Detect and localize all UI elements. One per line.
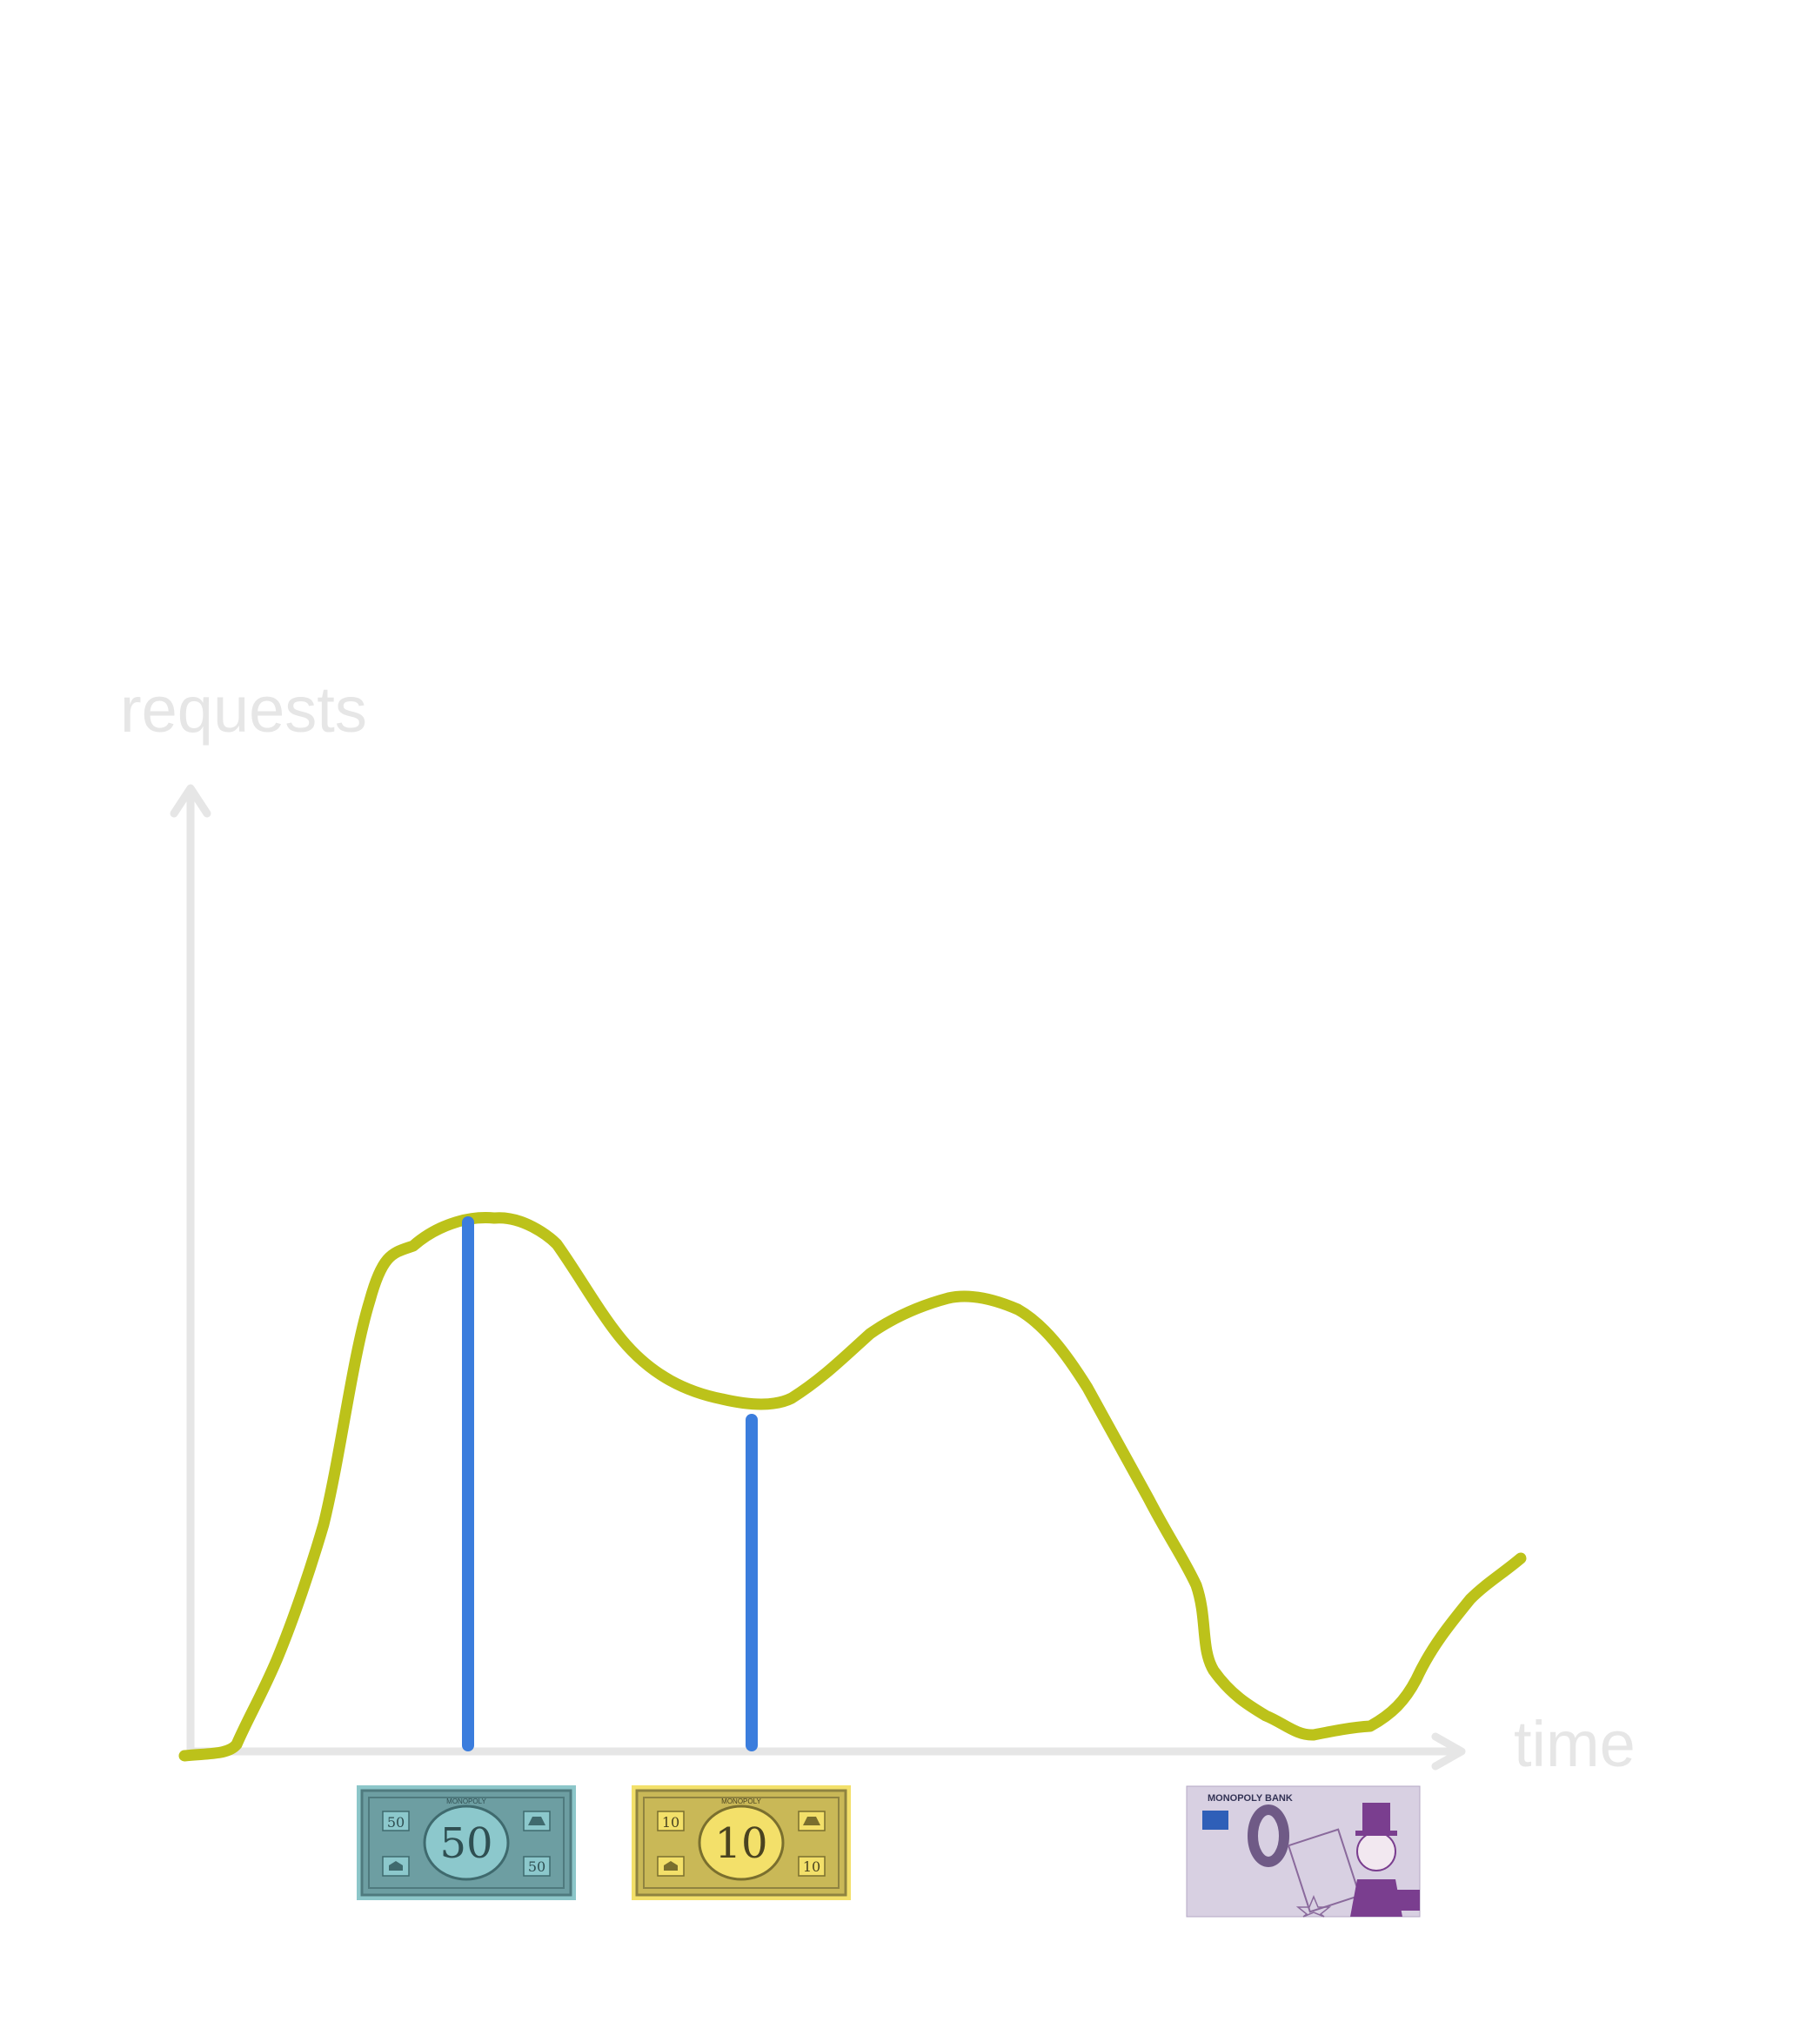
y-axis-arrowhead (170, 784, 211, 818)
bill-10-denomination: 10 (714, 1819, 767, 1868)
monopoly-50-bill: 50 50 50 MONOPOLY (357, 1785, 576, 1900)
bill-10-brand: MONOPOLY (721, 1798, 761, 1805)
zero-numeral-icon (1248, 1804, 1289, 1867)
bill-10-corner-top: 10 (662, 1814, 679, 1831)
bill-zero-bank-label: MONOPOLY BANK (1208, 1793, 1293, 1804)
y-axis-label: requests (120, 673, 367, 746)
monopoly-10-bill: 10 10 10 MONOPOLY (632, 1785, 851, 1900)
y-axis (170, 784, 211, 1756)
requests-curve (178, 1212, 1527, 1762)
star-icon (1295, 1895, 1332, 1918)
x-axis (186, 1732, 1466, 1771)
bill-50-corner-top: 50 (387, 1814, 405, 1831)
x-axis-label: time (1514, 1708, 1636, 1780)
bill-50-denomination: 50 (439, 1819, 492, 1868)
monopoly-bank-zero-bill: MONOPOLY BANK (1186, 1785, 1421, 1918)
bill-50-brand: MONOPOLY (446, 1798, 486, 1805)
bill-10-corner-bottom: 10 (803, 1858, 820, 1875)
eu-flag-icon (1202, 1811, 1228, 1830)
bill-50-corner-bottom: 50 (528, 1858, 545, 1875)
x-axis-arrowhead (1431, 1732, 1466, 1771)
